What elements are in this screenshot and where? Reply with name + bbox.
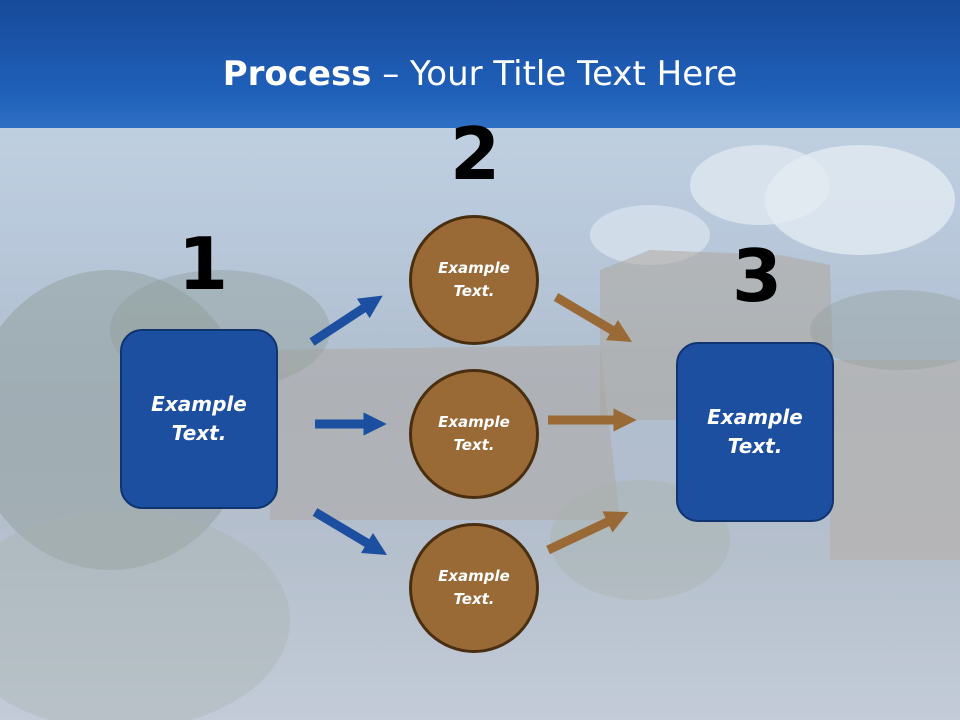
circle-top-line-2: Text. — [453, 282, 495, 300]
circle-middle-line-1: Example — [438, 413, 510, 431]
right-box-line-2: Text. — [727, 434, 783, 458]
slide-title: Process – Your Title Text Here — [0, 52, 960, 96]
circle-bottom-line-1: Example — [438, 567, 510, 585]
left-box-line-2: Text. — [171, 421, 227, 445]
arrow-bottom-to-right — [546, 511, 629, 555]
circle-middle-line-2: Text. — [453, 436, 495, 454]
circle-top-line-1: Example — [438, 259, 510, 277]
right-box-line-1: Example — [707, 405, 803, 429]
arrow-top-to-right — [553, 293, 633, 342]
arrow-left-to-top — [309, 295, 383, 346]
title-rest: – Your Title Text Here — [371, 54, 738, 94]
arrow-left-to-bottom — [312, 508, 388, 555]
step-number-1: 1 — [178, 222, 229, 306]
step-number-3: 3 — [732, 234, 783, 318]
step-number-2: 2 — [450, 112, 501, 196]
title-bar — [0, 0, 960, 128]
left-box-line-1: Example — [151, 392, 247, 416]
title-bold: Process — [222, 54, 372, 94]
circle-bottom-line-2: Text. — [453, 590, 495, 608]
